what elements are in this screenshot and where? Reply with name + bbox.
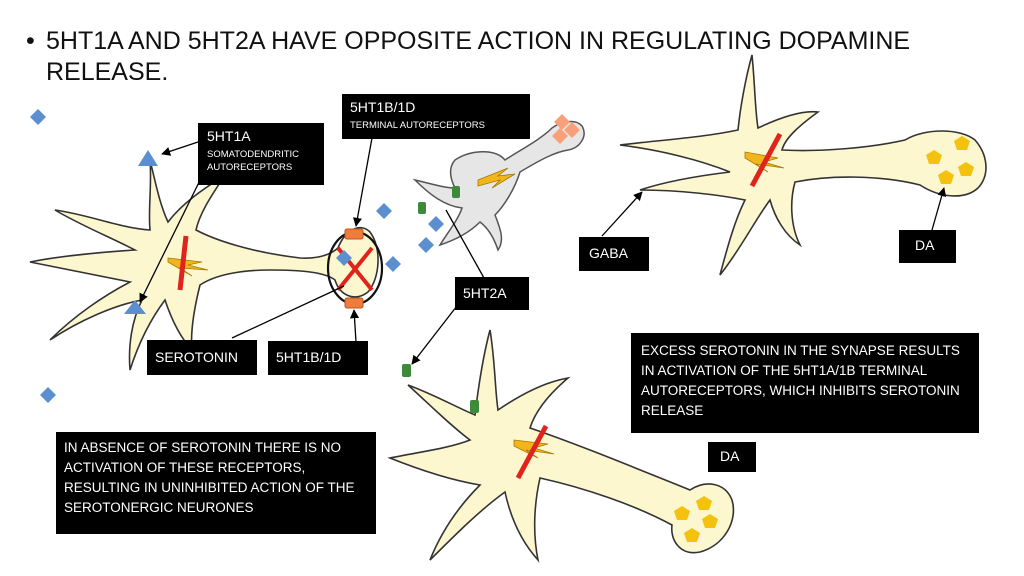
serotonergic-neuron-body: [29, 159, 379, 371]
note-absence-of-serotonin: IN ABSENCE OF SEROTONIN THERE IS NO ACTI…: [56, 432, 376, 534]
vesicle-icon: [554, 114, 570, 130]
receptor-5ht2a-green: [402, 364, 411, 377]
dopamine-vesicle: [954, 136, 970, 150]
pointer-line-5ht2a: [411, 301, 461, 365]
receptor-5ht2a-green: [452, 186, 460, 198]
serotonin-molecule: [385, 256, 401, 272]
vesicle-icon: [552, 128, 568, 144]
pointer-line-5ht2a: [445, 209, 485, 279]
receptor-5ht1b-bottom: [344, 297, 364, 309]
label-serotonin: SEROTONIN: [147, 340, 257, 375]
note-excess-text: EXCESS SEROTONIN IN THE SYNAPSE RESULTS …: [641, 343, 960, 418]
label-da-bottom-text: DA: [720, 448, 740, 464]
dopamine-vesicle: [684, 528, 700, 542]
gray-neuron: [412, 114, 585, 252]
label-da-top: DA: [899, 230, 956, 263]
label-5ht1b-bottom-text: 5HT1B/1D: [276, 349, 342, 365]
label-5ht2a: 5HT2A: [455, 277, 529, 310]
label-5ht1a: 5HT1A SOMATODENDRITIC AUTORECEPTORS: [198, 123, 324, 185]
serotonin-molecule: [30, 109, 46, 125]
serotonin-molecule: [428, 216, 444, 232]
title-bullet: •: [26, 27, 35, 55]
dopamine-vesicle: [674, 506, 690, 520]
serotonin-molecules: [30, 109, 444, 403]
serotonin-molecule: [336, 250, 352, 266]
inhibition-slash: [177, 235, 189, 291]
label-da-bottom: DA: [708, 442, 756, 472]
label-5ht1b-terminal: 5HT1B/1D TERMINAL AUTORECEPTORS: [342, 94, 530, 139]
dopaminergic-neuron-top-body: [619, 54, 987, 276]
pointer-line-gaba: [601, 191, 643, 237]
dopamine-vesicle: [938, 170, 954, 184]
pointer-line-5ht1b-terminal: [352, 137, 373, 227]
dopamine-vesicle: [702, 514, 718, 528]
serotonin-molecule: [418, 237, 434, 253]
receptor-5ht1b-top: [344, 228, 364, 240]
pointer-line-5ht1a: [161, 141, 199, 156]
pointer-line-5ht1b-bottom: [349, 309, 360, 343]
label-5ht1a-sub2: AUTORECEPTORS: [207, 162, 293, 173]
dopaminergic-neuron-bottom: [387, 329, 735, 563]
label-5ht1b-terminal-sub: TERMINAL AUTORECEPTORS: [350, 120, 485, 131]
label-5ht2a-text: 5HT2A: [463, 285, 507, 301]
inhibition-slash: [515, 424, 549, 480]
lightning-icon: [167, 257, 209, 277]
label-5ht1a-sub1: SOMATODENDRITIC: [207, 149, 300, 160]
5ht1a-receptor-triangle: [124, 300, 146, 314]
inhibition-slash: [749, 132, 783, 188]
pointer-line-serotonin: [231, 285, 345, 339]
vesicle-icon: [564, 122, 580, 138]
dopaminergic-neuron-bottom-body: [387, 329, 735, 563]
label-5ht1b-terminal-heading: 5HT1B/1D: [350, 99, 416, 115]
label-serotonin-text: SEROTONIN: [155, 349, 238, 365]
label-5ht1b-bottom: 5HT1B/1D: [268, 341, 368, 375]
serotonin-molecule: [40, 387, 56, 403]
slide-title: • 5HT1A AND 5HT2A HAVE OPPOSITE ACTION I…: [26, 26, 1006, 88]
dopamine-vesicle: [958, 162, 974, 176]
serotonin-molecule: [376, 203, 392, 219]
label-gaba: GABA: [579, 237, 649, 271]
receptor-5ht2a-green: [418, 202, 426, 214]
5ht1a-receptor-triangle: [138, 150, 158, 166]
receptor-5ht2a-green: [470, 400, 479, 413]
note-excess-serotonin: EXCESS SEROTONIN IN THE SYNAPSE RESULTS …: [631, 333, 979, 433]
note-absence-text: IN ABSENCE OF SEROTONIN THERE IS NO ACTI…: [64, 440, 355, 515]
dopamine-vesicle: [696, 496, 712, 510]
dopamine-vesicle: [926, 150, 942, 164]
label-5ht1a-heading: 5HT1A: [207, 128, 251, 144]
gray-neuron-body: [412, 120, 585, 252]
lightning-icon: [744, 151, 785, 173]
pointer-line-da-top: [931, 187, 947, 231]
title-text: 5HT1A AND 5HT2A HAVE OPPOSITE ACTION IN …: [46, 27, 911, 86]
dopaminergic-neuron-top: [619, 54, 987, 276]
lightning-icon: [477, 167, 516, 189]
label-da-top-text: DA: [915, 237, 935, 253]
label-gaba-text: GABA: [589, 245, 628, 261]
